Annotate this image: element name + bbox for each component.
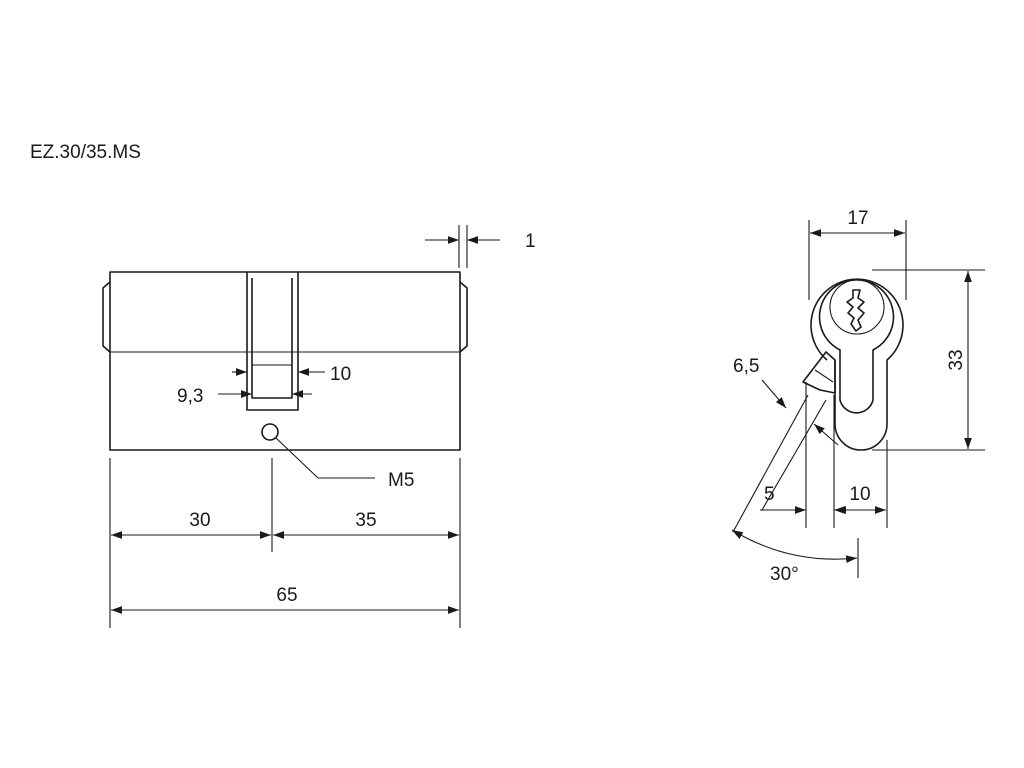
- front-view: 17 33 6,5 5 10: [731, 208, 985, 585]
- screw-hole: [261, 423, 279, 441]
- dim-label-left-length: 30: [189, 510, 210, 531]
- dim-label-cam-thickness: 6,5: [733, 356, 759, 377]
- keyway-icon: [846, 289, 865, 332]
- dimension-body-width: 10: [835, 484, 886, 514]
- dimension-cam-angle: 30°: [731, 529, 859, 585]
- dim-label-total-length: 65: [276, 585, 297, 606]
- side-view: 1 10 9,3 M5 30 35: [102, 225, 536, 628]
- dim-label-right-length: 35: [355, 510, 376, 531]
- dimension-slot-width: 10: [232, 364, 351, 385]
- label-screw-thread: M5: [388, 470, 414, 491]
- dimension-total-height: 33: [872, 269, 985, 451]
- dim-label-slot-width: 10: [330, 364, 351, 385]
- dim-label-cam-gap: 1: [525, 231, 536, 252]
- dim-label-cam-offset: 5: [764, 484, 775, 505]
- cylinder-profile: [802, 278, 904, 451]
- dim-label-slot-depth: 9,3: [177, 386, 203, 407]
- cam: [802, 351, 836, 394]
- dimension-head-width: 17: [808, 208, 907, 300]
- dimension-total-length: 65: [111, 585, 459, 614]
- dimension-cam-thickness: 6,5: [732, 356, 839, 533]
- dim-label-head-width: 17: [847, 208, 868, 229]
- dimension-cam-gap: 1: [425, 225, 536, 268]
- dimension-slot-depth: 9,3: [177, 386, 312, 407]
- dimension-left-length: 30: [111, 510, 271, 539]
- dim-label-body-width: 10: [849, 484, 870, 505]
- dimension-right-length: 35: [273, 510, 459, 539]
- leader-screw-thread: M5: [275, 437, 414, 491]
- drawing-title: EZ.30/35.MS: [30, 142, 141, 163]
- dim-label-cam-angle: 30°: [770, 564, 799, 585]
- cylinder-body: [102, 271, 468, 451]
- dim-label-total-height: 33: [946, 349, 967, 370]
